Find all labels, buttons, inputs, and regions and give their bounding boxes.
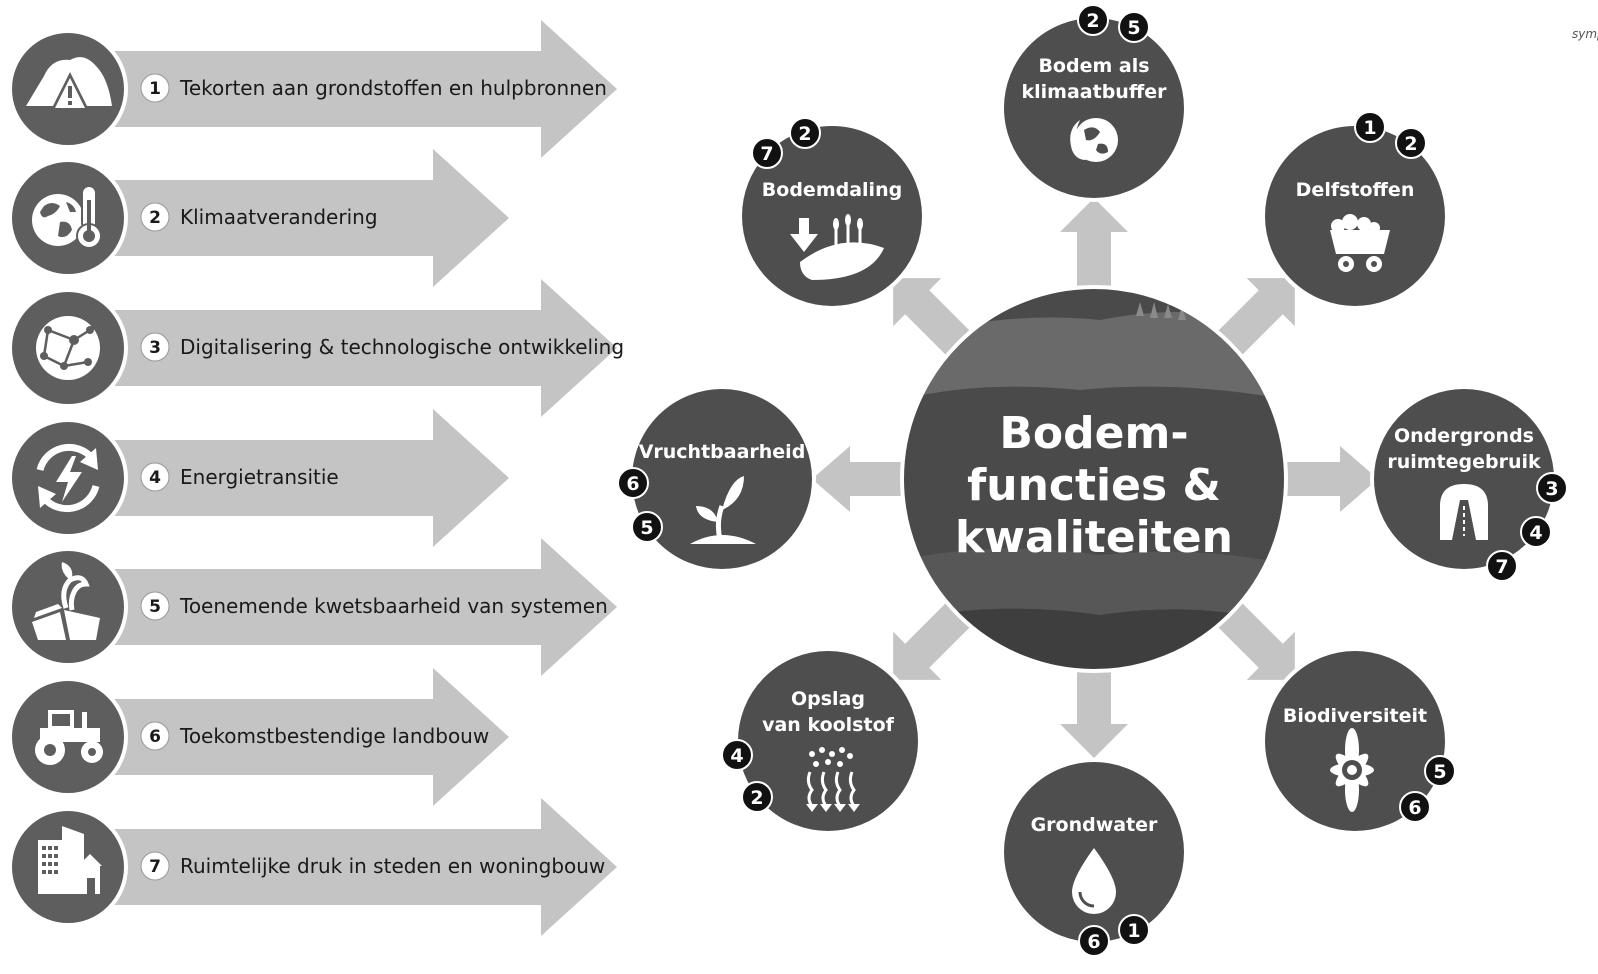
- driver-label: Ruimtelijke druk in steden en woningbouw: [180, 854, 605, 878]
- globe-leaf-icon: [1070, 118, 1118, 162]
- buildings-icon: [38, 826, 102, 894]
- driver-label: Tekorten aan grondstoffen en hulpbronnen: [179, 76, 607, 100]
- driver-row-4: 4 Energietransitie: [8, 409, 509, 547]
- carbon-arrows-icon: [806, 747, 860, 812]
- function-badge: 1: [1127, 920, 1140, 942]
- drivers-list: 1 Tekorten aan grondstoffen en hulpbronn…: [8, 20, 624, 936]
- function-badge: 7: [760, 143, 773, 165]
- driver-row-1: 1 Tekorten aan grondstoffen en hulpbronn…: [8, 20, 617, 158]
- function-biodiversiteit: Biodiversiteit 5 6: [1261, 647, 1456, 835]
- driver-number-circle: [140, 851, 170, 881]
- center-title-line2: functies &: [967, 460, 1221, 511]
- function-title-line1: Vruchtbaarheid: [639, 441, 806, 463]
- function-vruchtbaarheid: Vruchtbaarheid 6 5: [617, 385, 816, 573]
- subsidence-icon: [790, 214, 884, 280]
- hub-arrow-right: [1280, 446, 1378, 512]
- driver-arrow: [110, 20, 617, 158]
- function-klimaatbuffer: Bodem als klimaatbuffer 2 5: [1000, 4, 1188, 202]
- function-badge: 5: [1127, 17, 1140, 39]
- driver-number-circle: [140, 202, 170, 232]
- hub-arrow-down: [1060, 660, 1128, 758]
- function-title-line1: Bodem als: [1038, 55, 1149, 77]
- function-title-line1: Delfstoffen: [1296, 179, 1415, 201]
- driver-arrow: [110, 668, 509, 806]
- driver-number: 6: [149, 727, 161, 747]
- function-badge: 5: [640, 517, 653, 539]
- flower-icon: [1330, 728, 1374, 812]
- cracked-ground-plant-icon: [32, 562, 100, 640]
- function-title-line2: klimaatbuffer: [1022, 81, 1168, 103]
- driver-arrow: [110, 279, 617, 417]
- function-badge: 4: [730, 745, 743, 767]
- driver-number: 1: [149, 79, 161, 99]
- driver-number-circle: [140, 332, 170, 362]
- function-title-line2: ruimtegebruik: [1387, 451, 1541, 473]
- driver-arrow: [110, 409, 509, 547]
- driver-row-3: 3 Digitalisering & technologische ontwik…: [8, 279, 624, 417]
- driver-arrow: [110, 798, 617, 936]
- driver-number-circle: [140, 462, 170, 492]
- function-delfstoffen: Delfstoffen 1 2: [1261, 111, 1449, 310]
- driver-arrow: [110, 538, 617, 676]
- driver-number: 4: [149, 468, 161, 488]
- water-drop-icon: [1072, 848, 1116, 914]
- center-hub: Bodem- functies & kwaliteiten: [900, 285, 1288, 673]
- function-koolstof: Opslag van koolstof 4 2: [721, 647, 922, 835]
- driver-label: Digitalisering & technologische ontwikke…: [180, 335, 624, 359]
- network-globe-icon: [36, 316, 100, 380]
- driver-label: Toekomstbestendige landbouw: [179, 724, 489, 748]
- driver-number: 2: [149, 208, 161, 228]
- function-title-line2: van koolstof: [762, 714, 895, 736]
- function-title-line1: Opslag: [791, 688, 865, 710]
- function-bodemdaling: Bodemdaling 7 2: [738, 117, 926, 310]
- function-badge: 2: [1086, 10, 1099, 32]
- driver-number-circle: [140, 591, 170, 621]
- driver-row-5: 5 Toenemende kwetsbaarheid van systemen: [8, 538, 617, 676]
- function-badge: 3: [1545, 478, 1558, 500]
- driver-number-circle: [140, 721, 170, 751]
- function-badge: 6: [1408, 797, 1421, 819]
- function-badge: 2: [798, 123, 811, 145]
- driver-label: Energietransitie: [180, 465, 339, 489]
- driver-row-2: 2 Klimaatverandering: [8, 149, 509, 287]
- function-badge: 6: [1087, 931, 1100, 953]
- tractor-icon: [35, 710, 103, 765]
- hub-arrow-up: [1060, 198, 1128, 300]
- function-badge: 4: [1529, 522, 1542, 544]
- center-title-line1: Bodem-: [999, 408, 1188, 459]
- function-badge: 1: [1363, 117, 1376, 139]
- function-grondwater: Grondwater 6 1: [1000, 758, 1188, 957]
- warning-mountain-icon: [26, 57, 112, 112]
- function-badge: 2: [750, 787, 763, 809]
- driver-number: 3: [149, 338, 161, 358]
- driver-arrow: [110, 149, 509, 287]
- function-badge: 7: [1495, 556, 1508, 578]
- function-title-line1: Bodemdaling: [762, 179, 902, 201]
- corner-text: symp: [1572, 27, 1598, 41]
- driver-label: Toenemende kwetsbaarheid van systemen: [179, 594, 608, 618]
- function-ondergronds: Ondergronds ruimtegebruik 3 4 7: [1370, 385, 1568, 582]
- driver-row-7: 7 Ruimtelijke druk in steden en woningbo…: [8, 798, 617, 936]
- function-badge: 6: [626, 473, 639, 495]
- mine-cart-icon: [1330, 214, 1390, 272]
- driver-number: 5: [149, 597, 161, 617]
- function-title-line1: Grondwater: [1031, 814, 1158, 836]
- function-badge: 2: [1404, 133, 1417, 155]
- driver-row-6: 6 Toekomstbestendige landbouw: [8, 668, 509, 806]
- driver-number-circle: [140, 73, 170, 103]
- driver-number: 7: [149, 857, 161, 877]
- globe-thermometer-icon: [32, 185, 102, 249]
- hub-arrow-left: [812, 446, 910, 512]
- center-title-line3: kwaliteiten: [955, 512, 1233, 563]
- sprout-icon: [690, 476, 756, 544]
- driver-label: Klimaatverandering: [180, 205, 378, 229]
- function-badge: 5: [1433, 761, 1446, 783]
- tunnel-icon: [1440, 484, 1488, 540]
- energy-cycle-icon: [36, 443, 100, 513]
- function-title-line1: Ondergronds: [1394, 425, 1534, 447]
- function-title-line1: Biodiversiteit: [1283, 705, 1427, 727]
